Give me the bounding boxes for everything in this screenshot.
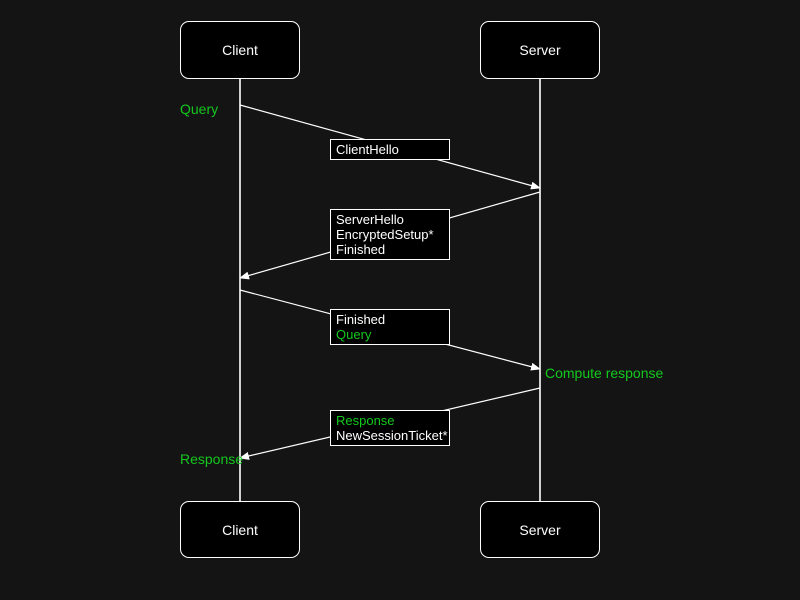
message-line: ClientHello	[336, 142, 399, 157]
message-line: EncryptedSetup*	[336, 227, 434, 242]
actor-server-top: Server	[480, 21, 600, 79]
message-box-finished-query: Finished Query	[330, 309, 450, 345]
message-line: Query	[336, 327, 372, 342]
actor-client-bottom: Client	[180, 501, 300, 558]
actor-client-top-label: Client	[222, 42, 258, 58]
message-line: Finished	[336, 242, 386, 257]
actor-client-top: Client	[180, 21, 300, 79]
note-query: Query	[180, 101, 219, 117]
message-line: Response	[336, 413, 395, 428]
note-compute-response: Compute response	[545, 365, 664, 381]
message-box-serverhello: ServerHello EncryptedSetup* Finished	[330, 209, 450, 260]
message-box-response-ticket: Response NewSessionTicket*	[330, 410, 450, 446]
actor-server-bottom: Server	[480, 501, 600, 558]
note-response: Response	[180, 451, 244, 467]
message-line: ServerHello	[336, 212, 404, 227]
message-line: Finished	[336, 312, 386, 327]
message-line: NewSessionTicket*	[336, 428, 448, 443]
actor-server-top-label: Server	[519, 42, 561, 58]
actor-server-bottom-label: Server	[519, 521, 561, 538]
actor-client-bottom-label: Client	[222, 521, 258, 538]
message-box-clienthello: ClientHello	[330, 139, 450, 160]
